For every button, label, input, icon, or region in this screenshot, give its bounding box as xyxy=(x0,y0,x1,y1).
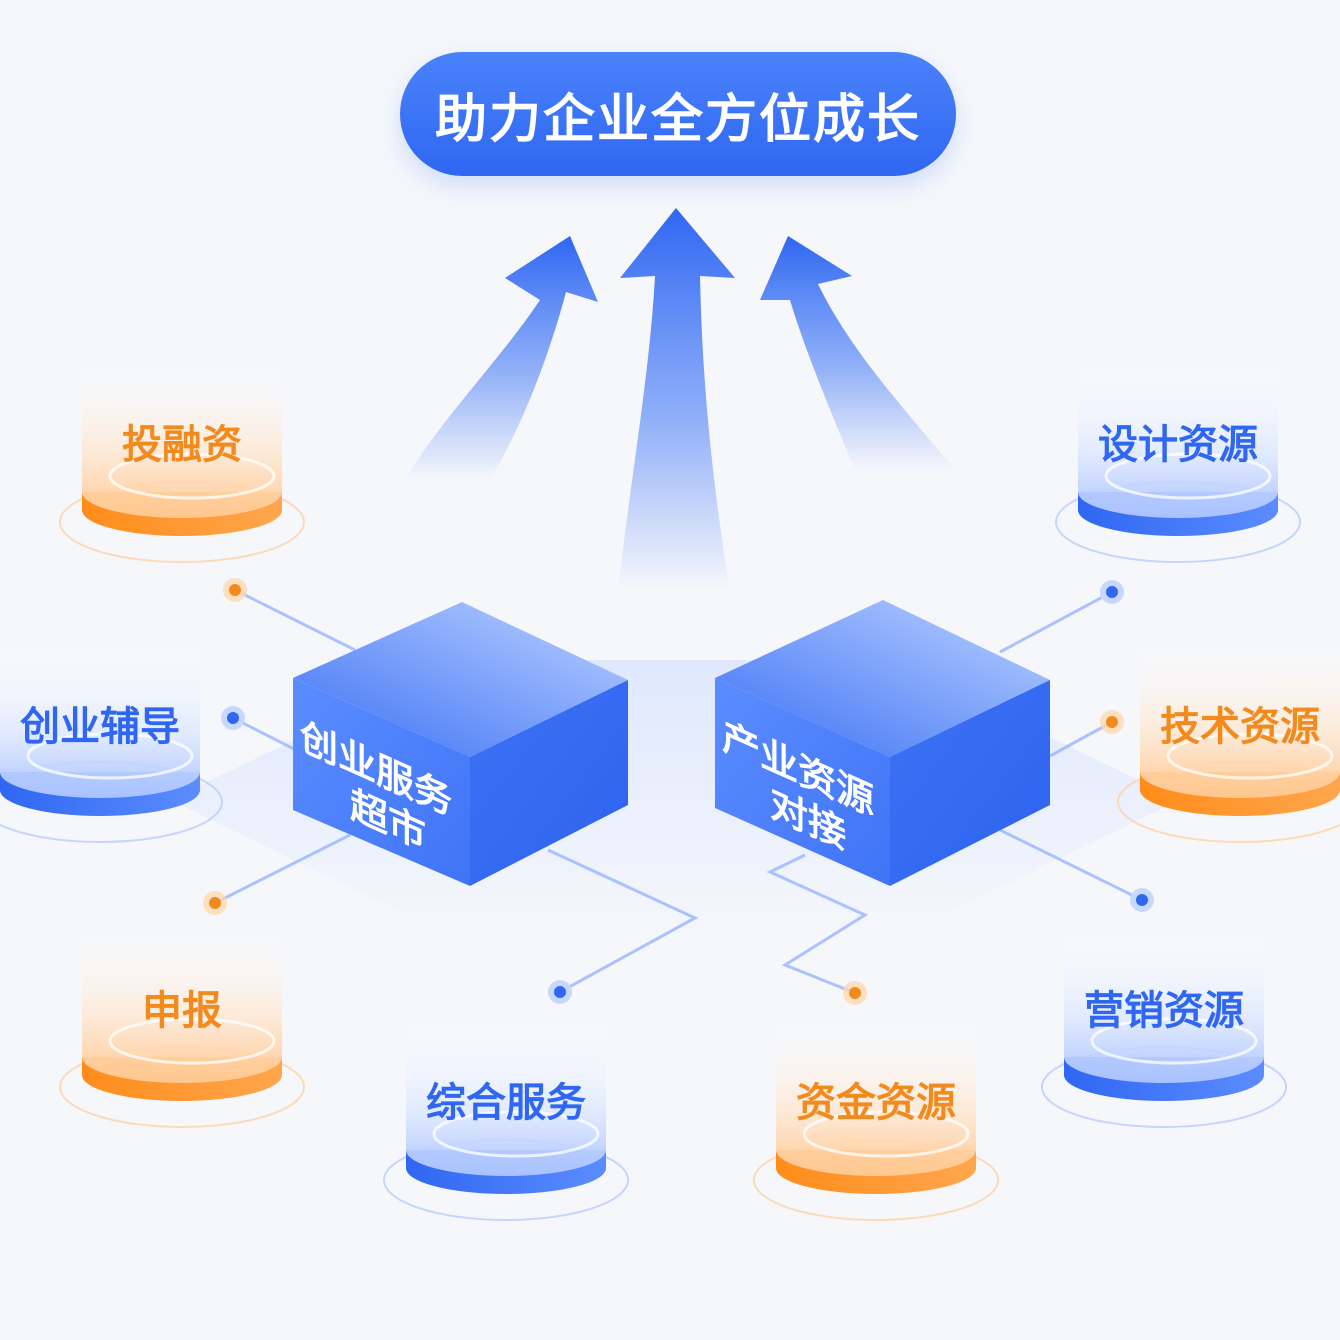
pod-p1 xyxy=(59,360,305,563)
pod-label-startup-coaching: 创业辅导 xyxy=(20,704,180,750)
pod-label-funding-resources: 资金资源 xyxy=(796,1080,956,1126)
arrow-left xyxy=(405,236,598,480)
connector-dots xyxy=(203,578,1154,1005)
box-left xyxy=(293,602,628,886)
pod-p3 xyxy=(59,925,305,1128)
pods-layer xyxy=(0,360,1340,1221)
pod-p6 xyxy=(1041,925,1287,1128)
pod-label-application: 申报 xyxy=(142,988,222,1034)
pod-p2 xyxy=(0,640,223,843)
pod-label-design-resources: 设计资源 xyxy=(1098,422,1258,468)
pod-label-financing: 投融资 xyxy=(122,422,242,468)
pod-p7 xyxy=(1117,640,1340,843)
pod-p8 xyxy=(1055,360,1301,563)
title-text: 助力企业全方位成长 xyxy=(434,89,921,150)
box-right xyxy=(715,600,1050,886)
arrow-center xyxy=(618,208,735,590)
pod-label-tech-resources: 技术资源 xyxy=(1160,704,1320,750)
pod-p4 xyxy=(383,1018,629,1221)
pod-p5 xyxy=(753,1018,999,1221)
title-pill: 助力企业全方位成长 xyxy=(400,52,956,176)
pod-label-general-services: 综合服务 xyxy=(426,1080,586,1126)
arrow-right xyxy=(760,236,955,470)
connector-lines xyxy=(214,588,1143,995)
pod-label-marketing-resources: 营销资源 xyxy=(1084,988,1244,1034)
